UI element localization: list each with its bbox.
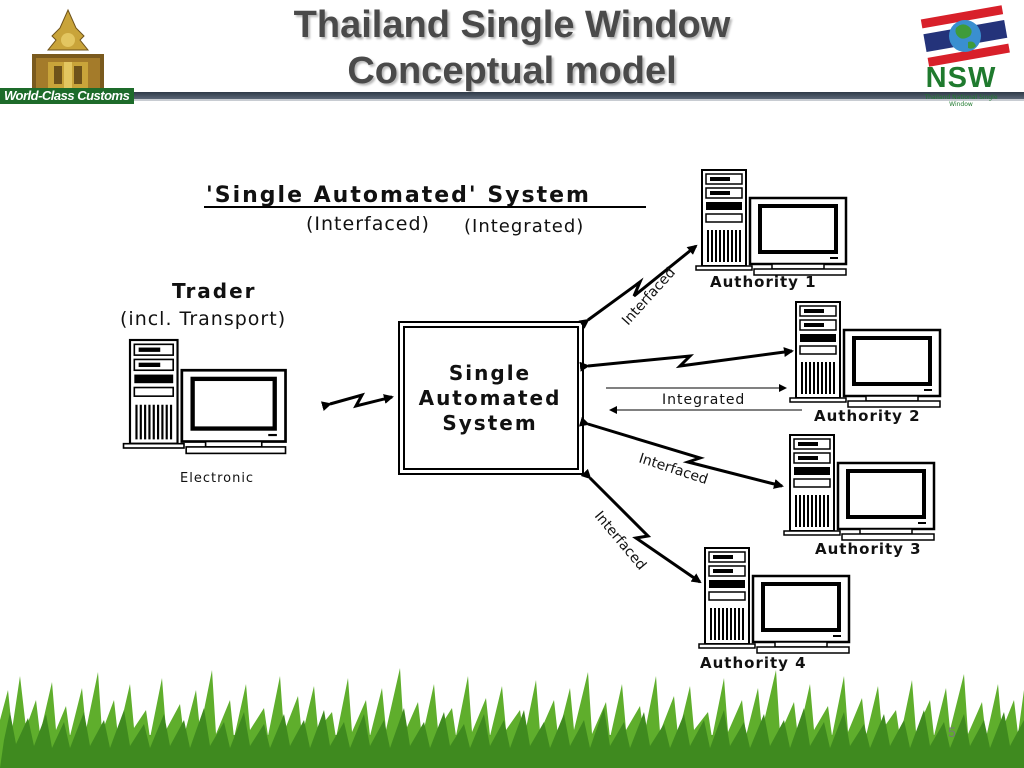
header-bar (0, 92, 1024, 99)
authority-4-computer (697, 546, 851, 655)
grass-footer (0, 668, 1024, 768)
nsw-logo-subtext: Thailand National Single Window (924, 94, 998, 108)
trader-computer (124, 340, 286, 453)
subheading-integrated: (Integrated) (464, 216, 584, 237)
integrated-label-bg (654, 390, 754, 408)
diagram-heading: 'Single Automated' System (206, 183, 591, 208)
single-automated-system-inner (403, 326, 579, 470)
authority-2-link-label: Integrated (662, 392, 745, 408)
nsw-logo-text: NSW (925, 62, 997, 94)
authority-1-computer (694, 168, 848, 277)
trader-sublabel: (incl. Transport) (120, 308, 286, 330)
authority-2-computer (788, 300, 942, 409)
slide-title: Thailand Single Window Conceptual model (0, 0, 1024, 94)
title-line-2: Conceptual model (347, 50, 677, 92)
customs-logo-caption: World-Class Customs (0, 88, 134, 104)
authority-4-link (580, 468, 702, 584)
authority-1-link-label: Interfaced (619, 265, 679, 329)
authority-1-label: Authority 1 (710, 273, 817, 291)
trader-link (320, 392, 394, 411)
system-label-3: System (442, 411, 537, 435)
authority-3-link (578, 416, 784, 489)
system-label-1: Single (449, 361, 531, 385)
authority-1-link (578, 244, 698, 329)
single-automated-system-box (398, 321, 584, 475)
trader-label: Trader (172, 279, 257, 303)
trader-caption: Electronic (180, 471, 254, 486)
page-number: 5 (948, 724, 956, 740)
nsw-flag-logo (920, 5, 1010, 67)
header-bar-highlight (0, 99, 1024, 101)
authority-4-label: Authority 4 (700, 654, 807, 672)
subheading-interfaced: (Interfaced) (306, 213, 430, 235)
authority-3-computer (782, 433, 936, 542)
title-line-1: Thailand Single Window (293, 4, 731, 46)
authority-2-link (579, 347, 794, 372)
system-label-2: Automated (419, 386, 562, 410)
authority-3-label: Authority 3 (815, 540, 922, 558)
authority-2-label: Authority 2 (814, 407, 921, 425)
